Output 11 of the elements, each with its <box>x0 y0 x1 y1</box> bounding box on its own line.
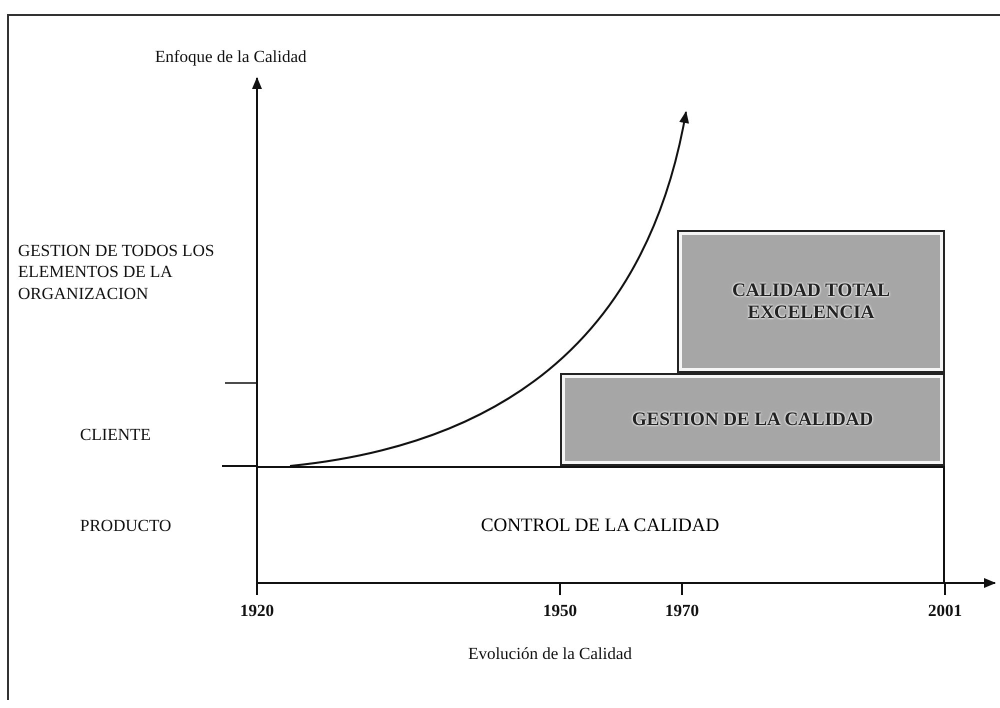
level-label: CLIENTE <box>80 424 152 446</box>
stage-box: GESTION DE LA CALIDAD <box>560 373 945 466</box>
year-label: 1920 <box>239 600 275 622</box>
axis-title: Enfoque de la Calidad <box>155 46 308 68</box>
level-label: PRODUCTO <box>80 515 172 536</box>
stage-box: CALIDAD TOTAL EXCELENCIA <box>677 230 945 373</box>
axis-title: Evolución de la Calidad <box>467 643 633 664</box>
year-label: 1950 <box>542 600 578 622</box>
year-label: 1970 <box>664 600 700 622</box>
year-label: 2001 <box>927 600 963 622</box>
level-label: GESTION DE TODOS LOS ELEMENTOS DE LA ORGANIZACION <box>18 240 216 304</box>
